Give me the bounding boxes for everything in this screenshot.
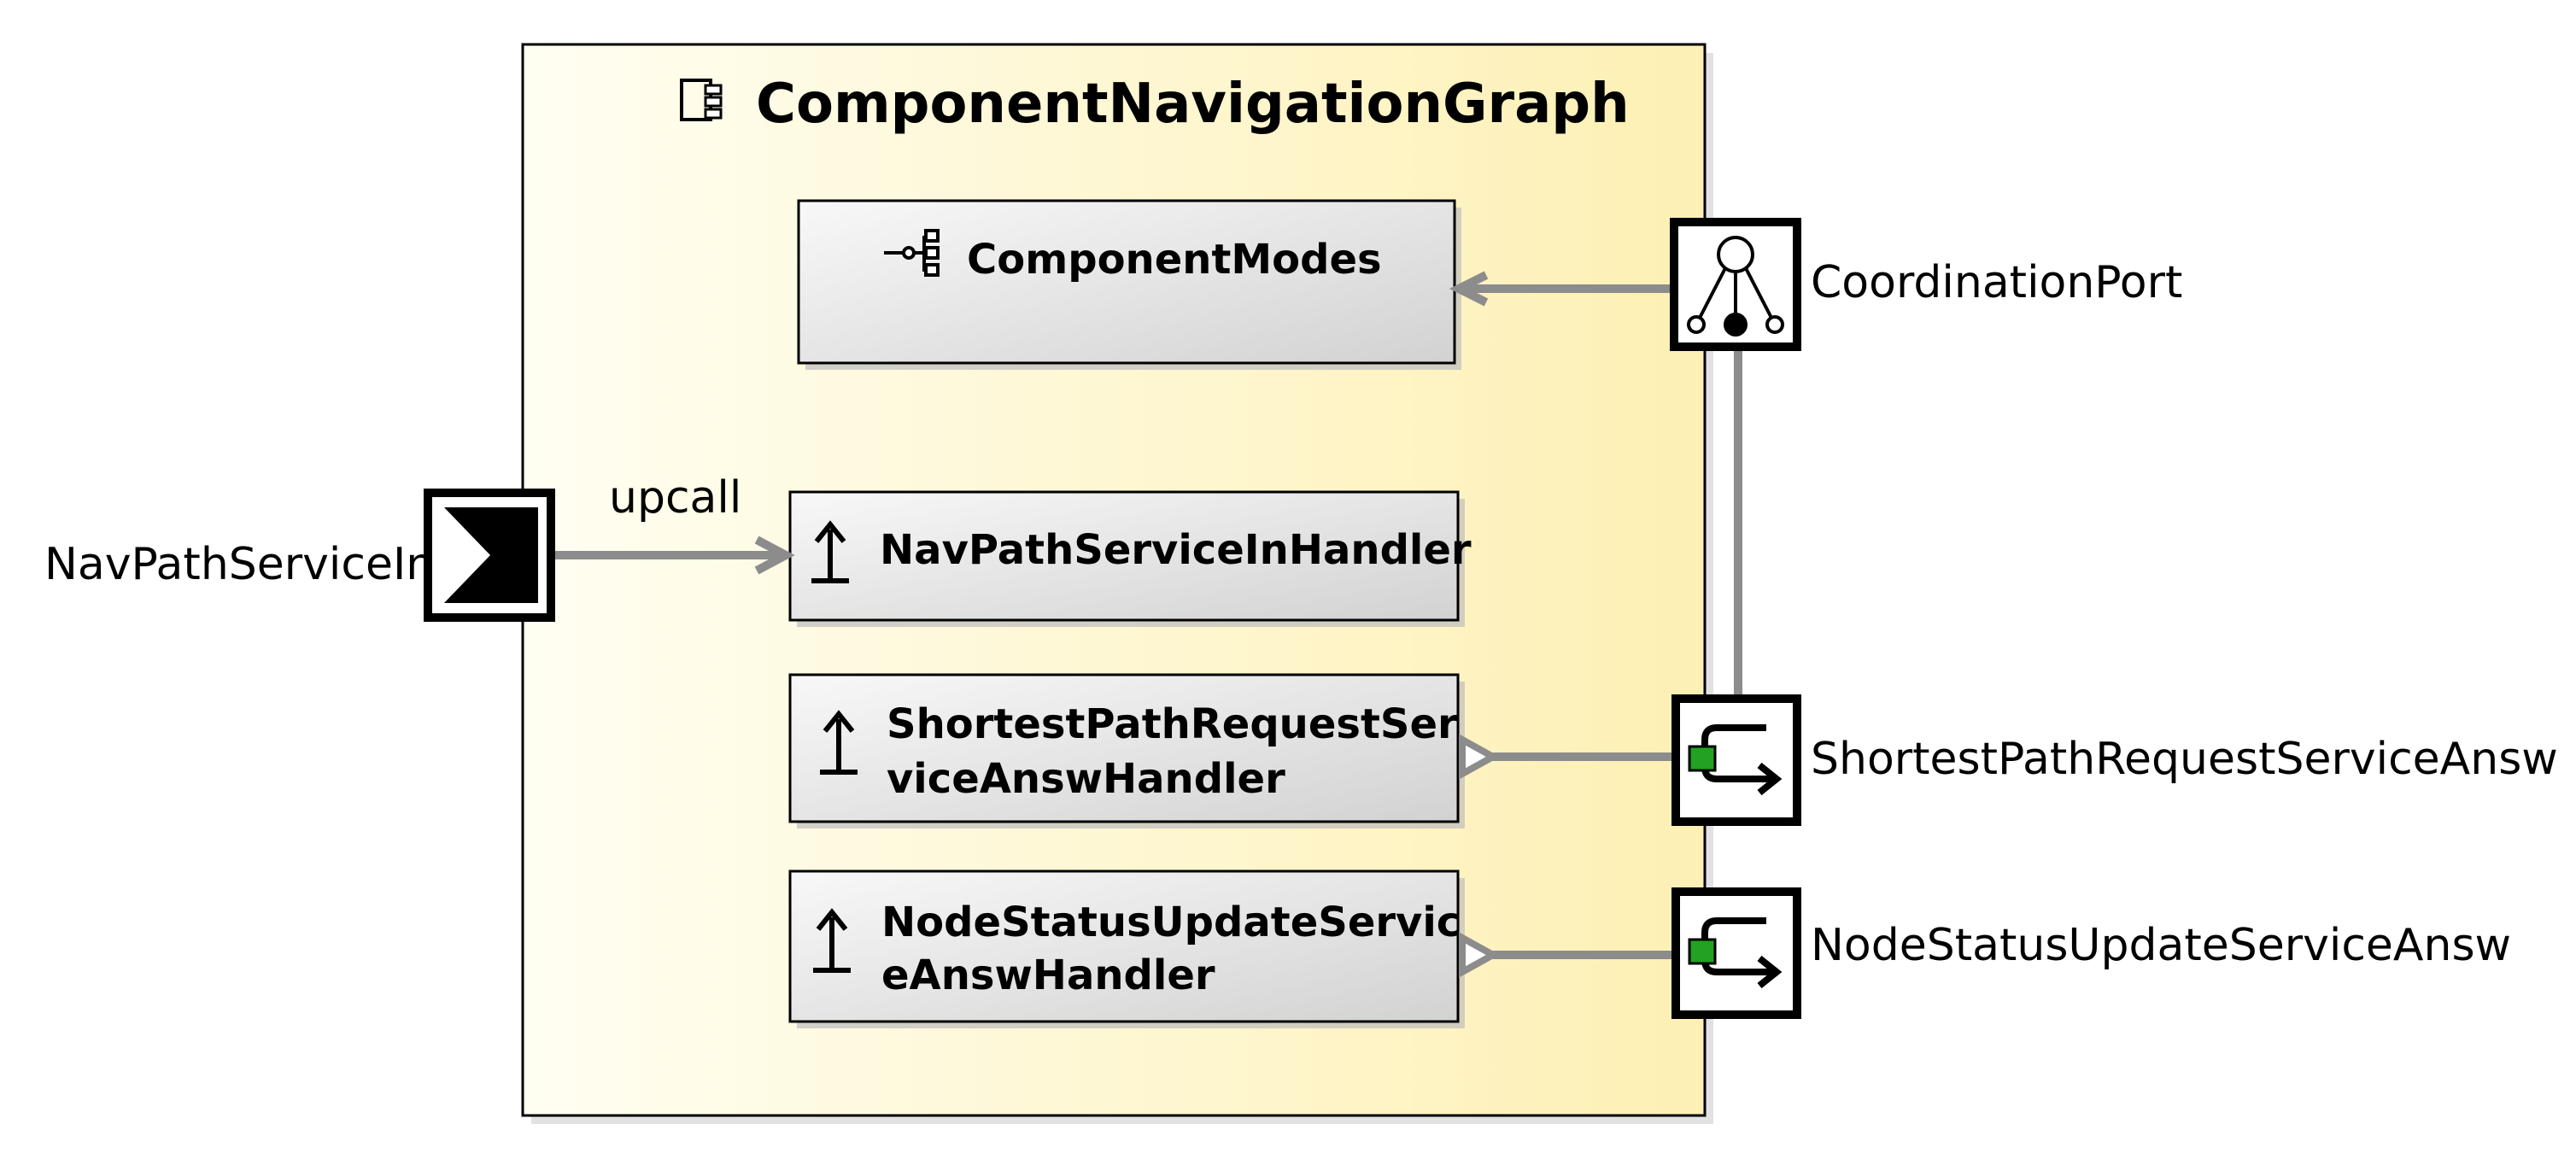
handler-label-line1: NodeStatusUpdateServic [881, 899, 1461, 946]
component-title: ComponentNavigationGraph [756, 73, 1630, 136]
coordination-connection [1449, 271, 1742, 697]
handler-label-line2: viceAnswHandler [887, 755, 1285, 803]
coordination-port-label: CoordinationPort [1811, 257, 2182, 308]
component-icon [680, 79, 723, 121]
component-modes-box[interactable] [797, 199, 1461, 370]
handler-box[interactable] [788, 490, 1465, 627]
answer-connection [1459, 734, 1674, 780]
request-answer-port[interactable] [1671, 887, 1801, 1019]
input-port-icon [444, 507, 538, 603]
upcall-handler-icon [820, 710, 858, 775]
modes-tree-icon [884, 229, 940, 277]
answer-port-label: NodeStatusUpdateServiceAnsw [1811, 920, 2511, 971]
request-answer-port[interactable] [1671, 694, 1801, 826]
handler-box[interactable] [788, 673, 1465, 828]
upcall-label: upcall [609, 472, 741, 524]
answer-port-label: ShortestPathRequestServiceAnsw [1811, 734, 2558, 785]
coordination-port-icon [1687, 236, 1784, 337]
handler-label-line2: eAnswHandler [881, 951, 1215, 999]
answer-connection [1459, 932, 1674, 978]
request-answer-port-icon [1688, 917, 1783, 989]
upcall-handler-icon [811, 520, 849, 583]
input-port-label: NavPathServiceIn [44, 539, 434, 590]
coordination-port[interactable] [1670, 218, 1801, 351]
handler-label-line1: ShortestPathRequestSer [887, 700, 1458, 748]
request-answer-port-icon [1688, 724, 1783, 796]
component-modes-label: ComponentModes [967, 236, 1382, 284]
handler-label: NavPathServiceInHandler [880, 526, 1472, 574]
handler-box[interactable] [788, 869, 1465, 1028]
upcall-handler-icon [813, 908, 851, 973]
upcall-connection [553, 536, 795, 575]
input-port[interactable] [424, 489, 555, 622]
